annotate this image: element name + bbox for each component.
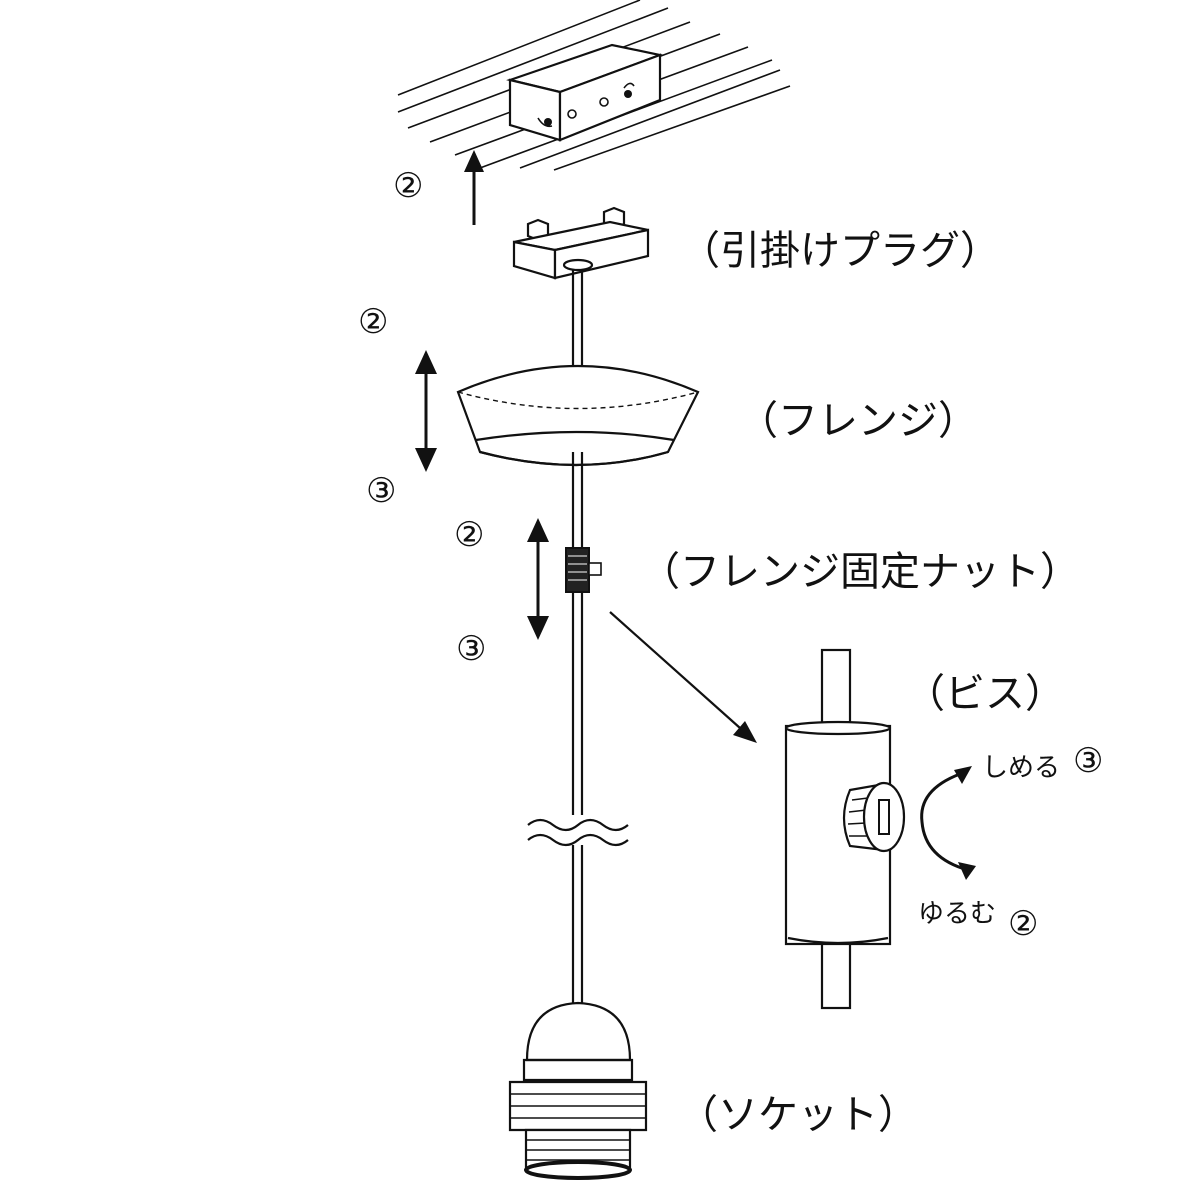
up-arrow-icon bbox=[464, 150, 484, 225]
flange-label: （フレンジ） bbox=[738, 398, 978, 444]
flange-fixing-nut bbox=[565, 547, 602, 593]
step-2-marker-loosen: ② bbox=[1008, 904, 1038, 944]
step-2-marker-nut: ② bbox=[454, 515, 484, 555]
socket bbox=[508, 1001, 648, 1180]
step-3-marker-tighten: ③ bbox=[1073, 741, 1103, 781]
tighten-label: しめる bbox=[982, 753, 1060, 783]
cord-lower bbox=[571, 452, 584, 1005]
step-2-marker-plug: ② bbox=[393, 166, 423, 206]
screw-label: （ビス） bbox=[905, 671, 1065, 717]
flange-nut-label: （フレンジ固定ナット） bbox=[640, 549, 1080, 595]
step-3-marker-nut: ③ bbox=[456, 629, 486, 669]
detail-pointer-arrow-icon bbox=[609, 611, 757, 743]
cord-upper bbox=[571, 270, 584, 372]
screw-detail-view bbox=[784, 648, 906, 1010]
flange bbox=[456, 364, 700, 467]
flange-double-arrow-icon bbox=[415, 350, 437, 472]
step-3-marker-flange: ③ bbox=[366, 471, 396, 511]
ceiling-receptacle bbox=[506, 43, 664, 142]
ceiling-plug bbox=[512, 206, 650, 280]
socket-label: （ソケット） bbox=[678, 1092, 918, 1138]
loosen-label: ゆるむ bbox=[918, 899, 996, 929]
ceiling-plug-label: （引掛けプラグ） bbox=[680, 228, 1000, 274]
rotation-arrow-icon bbox=[920, 766, 976, 880]
nut-double-arrow-icon bbox=[527, 518, 549, 640]
cord-break-symbol bbox=[527, 815, 629, 847]
step-2-marker-flange: ② bbox=[358, 302, 388, 342]
